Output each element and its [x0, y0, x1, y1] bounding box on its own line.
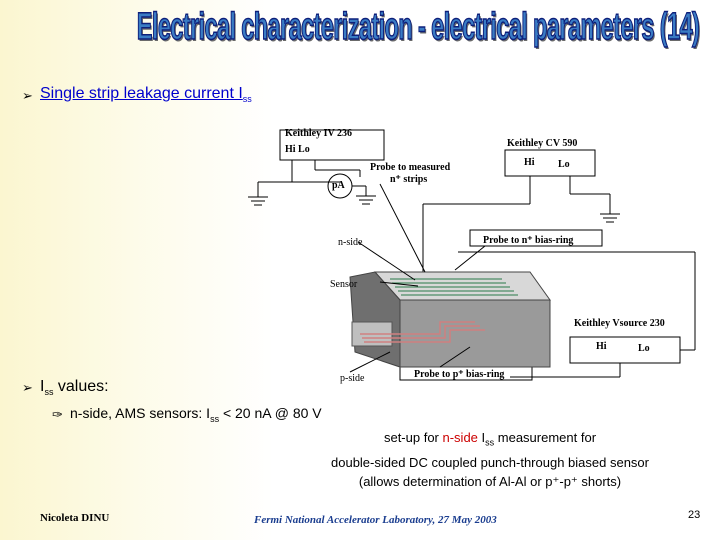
probe-strips-label-2: n⁺ strips	[390, 174, 428, 185]
iv-terminals-label: Hi Lo	[285, 144, 310, 155]
cv-hi-label: Hi	[524, 157, 535, 168]
arrow-bullet-icon: ➢	[22, 380, 33, 395]
slide-title: Electrical characterization - electrical…	[136, 5, 700, 49]
keithley-vsource-label: Keithley Vsource 230	[574, 318, 665, 329]
page-number: 23	[688, 509, 701, 521]
setup-schematic	[248, 129, 696, 381]
venue-footer: Fermi National Accelerator Laboratory, 2…	[254, 514, 497, 526]
n-side-label: n-side	[338, 237, 363, 248]
probe-strips-label-1: Probe to measured	[370, 162, 451, 173]
keithley-iv-label: Keithley IV 236	[285, 128, 353, 139]
keithley-cv-label: Keithley CV 590	[507, 138, 578, 149]
pencil-bullet-icon: ✑	[52, 407, 63, 422]
keithley-cv-box	[504, 149, 596, 177]
sensor-block	[349, 271, 551, 368]
bullet-iss-values: Iss values:	[40, 378, 109, 398]
p-side-label: p-side	[340, 373, 365, 384]
vs-hi-label: Hi	[596, 341, 607, 352]
probe-pbias-label: Probe to p⁺ bias-ring	[414, 369, 505, 380]
keithley-iv-box	[279, 129, 385, 161]
caption-line-2: double-sided DC coupled punch-through bi…	[331, 454, 649, 470]
diagram-caption: set-up for n-side Iss measurement for do…	[300, 428, 680, 491]
cv-lo-label: Lo	[558, 159, 570, 170]
sensor-label: Sensor	[330, 279, 358, 290]
caption-line-3: (allows determination of Al-Al or p⁺-p⁺ …	[358, 473, 622, 489]
probe-nbias-label: Probe to n⁺ bias-ring	[483, 235, 574, 246]
arrow-bullet-icon: ➢	[22, 88, 33, 103]
measurement-setup-diagram: Keithley IV 236 Hi Lo Keithley CV 590 Hi…	[240, 122, 710, 390]
pa-meter-label: pA	[332, 180, 345, 191]
caption-line-1: set-up for n-side Iss measurement for	[383, 430, 597, 448]
vs-lo-label: Lo	[638, 343, 650, 354]
bullet-leakage-current: Single strip leakage current Iss	[40, 85, 252, 105]
sub-bullet-nside-ams: n-side, AMS sensors: Iss < 20 nA @ 80 V	[70, 405, 322, 424]
keithley-vsource-box	[569, 336, 681, 364]
author-footer: Nicoleta DINU	[40, 512, 110, 524]
